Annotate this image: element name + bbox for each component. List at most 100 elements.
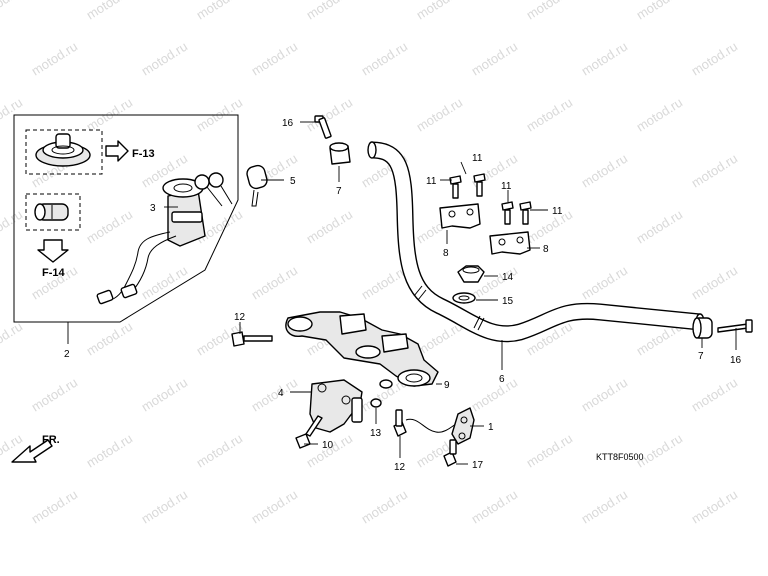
watermark-text: motod.ru bbox=[29, 375, 80, 415]
callout-9: 9 bbox=[444, 380, 450, 391]
watermark-text: motod.ru bbox=[0, 0, 25, 23]
watermark-text: motod.ru bbox=[139, 487, 190, 527]
watermark-text: motod.ru bbox=[524, 431, 575, 471]
top-bridge bbox=[285, 311, 439, 389]
callout-6: 6 bbox=[499, 374, 505, 385]
handlebar-weight-left bbox=[329, 142, 351, 165]
watermark-text: motod.ru bbox=[84, 319, 135, 359]
lock-cylinder-box bbox=[25, 193, 81, 231]
watermark-text: motod.ru bbox=[469, 39, 520, 79]
watermark-text: motod.ru bbox=[139, 375, 190, 415]
watermark-text: motod.ru bbox=[359, 39, 410, 79]
callout-2: 2 bbox=[64, 349, 70, 360]
watermark-text: motod.ru bbox=[634, 95, 685, 135]
watermark-text: motod.ru bbox=[689, 487, 740, 527]
watermark-text: motod.ru bbox=[304, 0, 355, 23]
callout-11-b: 11 bbox=[426, 176, 437, 187]
callout-16-right: 16 bbox=[730, 355, 742, 366]
ignition-switch bbox=[96, 178, 206, 305]
fuel-cap-lock bbox=[35, 133, 91, 167]
watermark-text: motod.ru bbox=[524, 95, 575, 135]
end-bolt-right bbox=[717, 319, 753, 333]
handlebar-upper-holder-left bbox=[439, 203, 481, 229]
watermark-text: motod.ru bbox=[359, 487, 410, 527]
watermark-text: motod.ru bbox=[29, 487, 80, 527]
callout-7-right: 7 bbox=[698, 351, 704, 362]
callout-4: 4 bbox=[278, 388, 284, 399]
lock-cylinder bbox=[34, 203, 69, 221]
watermark-text: motod.ru bbox=[0, 207, 25, 247]
ignition-bracket bbox=[309, 379, 363, 433]
watermark-text: motod.ru bbox=[634, 207, 685, 247]
callout-11-a: 11 bbox=[472, 153, 483, 164]
end-bolt-left bbox=[314, 115, 332, 139]
ref-f13: F-13 bbox=[132, 148, 155, 160]
watermark-text: motod.ru bbox=[29, 39, 80, 79]
callout-8-left: 8 bbox=[443, 248, 449, 259]
watermark-text: motod.ru bbox=[84, 431, 135, 471]
diagram-code: KTT8F0500 bbox=[596, 452, 644, 462]
callout-11-c: 11 bbox=[501, 181, 512, 192]
callout-11-d: 11 bbox=[552, 206, 563, 217]
callout-17: 17 bbox=[472, 460, 484, 471]
callout-5: 5 bbox=[290, 176, 296, 187]
leader-lines bbox=[67, 121, 737, 465]
callout-13: 13 bbox=[370, 428, 382, 439]
bolt-12-lower bbox=[393, 409, 407, 437]
watermark-text: motod.ru bbox=[84, 207, 135, 247]
handlebar-pipe bbox=[367, 141, 705, 343]
watermark-text: motod.ru bbox=[139, 263, 190, 303]
handlebar-weight-right bbox=[692, 317, 713, 339]
callout-numbers: 1 2 3 4 5 6 7 7 8 8 9 10 11 11 11 11 12 … bbox=[64, 118, 742, 473]
bolt-17 bbox=[443, 439, 457, 467]
ignition-key-set-group: F-13 F-14 bbox=[13, 114, 239, 323]
watermark-text: motod.ru bbox=[469, 375, 520, 415]
stem-washer bbox=[452, 292, 476, 304]
grommet-13 bbox=[370, 398, 382, 408]
watermark-text: motod.ru bbox=[249, 375, 300, 415]
watermark-text: motod.ru bbox=[469, 487, 520, 527]
watermark-text: motod.ru bbox=[249, 39, 300, 79]
arrow-right-icon bbox=[105, 140, 129, 162]
ignition-keys bbox=[194, 172, 233, 207]
callout-7-left: 7 bbox=[336, 186, 342, 197]
callout-10: 10 bbox=[322, 440, 334, 451]
key-blank bbox=[246, 164, 268, 207]
watermark-text: motod.ru bbox=[194, 0, 245, 23]
watermark-text: motod.ru bbox=[524, 0, 575, 23]
front-direction-icon bbox=[11, 439, 53, 463]
watermark-text: motod.ru bbox=[634, 0, 685, 23]
watermark-text: motod.ru bbox=[414, 95, 465, 135]
callout-3: 3 bbox=[150, 203, 156, 214]
hose-clamp bbox=[405, 407, 475, 445]
watermark-text: motod.ru bbox=[0, 319, 25, 359]
watermark-text: motod.ru bbox=[579, 487, 630, 527]
callout-16-left: 16 bbox=[282, 118, 294, 129]
watermark-text: motod.ru bbox=[194, 431, 245, 471]
watermark-text: motod.ru bbox=[304, 207, 355, 247]
watermark-text: motod.ru bbox=[249, 263, 300, 303]
callout-12-lower: 12 bbox=[394, 462, 406, 473]
watermark-text: motod.ru bbox=[524, 207, 575, 247]
callout-15: 15 bbox=[502, 296, 514, 307]
arrow-down-icon bbox=[37, 239, 69, 263]
watermark-text: motod.ru bbox=[0, 431, 25, 471]
watermark-text: motod.ru bbox=[579, 375, 630, 415]
callout-12-upper: 12 bbox=[234, 312, 246, 323]
watermark-text: motod.ru bbox=[634, 431, 685, 471]
watermark-text: motod.ru bbox=[689, 151, 740, 191]
watermark-text: motod.ru bbox=[84, 0, 135, 23]
fuel-cap-box bbox=[25, 129, 103, 175]
bolt-10 bbox=[295, 415, 323, 449]
watermark-text: motod.ru bbox=[579, 39, 630, 79]
steering-stem-nut bbox=[457, 265, 485, 283]
callout-1: 1 bbox=[488, 422, 494, 433]
watermark-text: motod.ru bbox=[304, 95, 355, 135]
watermark-text: motod.ru bbox=[689, 263, 740, 303]
holder-bolts bbox=[449, 173, 532, 225]
watermark-text: motod.ru bbox=[689, 39, 740, 79]
callout-8-right: 8 bbox=[543, 244, 549, 255]
group-outline bbox=[13, 114, 239, 323]
